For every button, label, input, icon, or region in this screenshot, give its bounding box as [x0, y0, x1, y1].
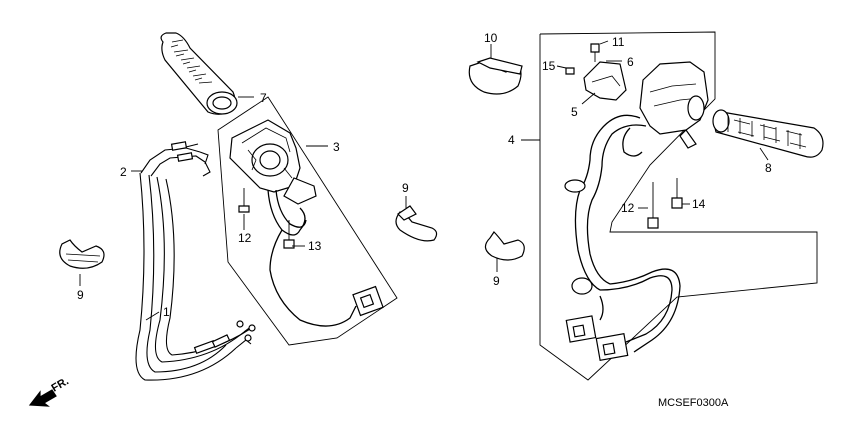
callout-5: 5 [571, 105, 578, 119]
right-band-clamp-lower [484, 231, 525, 261]
callout-15: 15 [542, 59, 556, 73]
callout-12-right: 12 [621, 201, 635, 215]
callout-11: 11 [612, 35, 625, 49]
throttle-cables [135, 141, 256, 381]
callout-9-middle: 9 [402, 181, 409, 195]
bracket [565, 43, 627, 101]
callout-13: 13 [308, 239, 322, 253]
callout-labels: 1 2 3 4 5 6 7 8 9 9 9 10 11 12 12 13 14 … [77, 31, 772, 319]
callout-3: 3 [333, 140, 340, 154]
callout-4: 4 [508, 133, 515, 147]
right-switch-assembly-outline [539, 31, 818, 381]
middle-band-clamp [395, 205, 438, 242]
callout-14: 14 [692, 197, 706, 211]
callout-8: 8 [765, 161, 772, 175]
catalog-code: MCSEF0300A [658, 397, 729, 409]
fr-label: FR. [50, 375, 71, 394]
clamp-10 [468, 57, 523, 95]
leader-lines [79, 40, 769, 321]
right-screws [647, 178, 683, 229]
callout-6: 6 [627, 55, 634, 69]
callout-7: 7 [260, 91, 267, 105]
callout-9-left: 9 [77, 288, 84, 302]
callout-2: 2 [120, 165, 127, 179]
left-band-clamp [59, 239, 105, 269]
right-switch-housing [564, 61, 709, 361]
callout-9-right: 9 [493, 274, 500, 288]
throttle-grip [160, 32, 238, 115]
front-direction-arrow: FR. [28, 375, 71, 407]
left-switch-assembly-outline [217, 96, 398, 346]
callout-10: 10 [484, 31, 498, 45]
left-screws [238, 188, 295, 249]
callout-1: 1 [163, 305, 170, 319]
left-switch-housing [229, 119, 384, 327]
left-grip [712, 109, 824, 158]
callout-12-left: 12 [238, 231, 252, 245]
